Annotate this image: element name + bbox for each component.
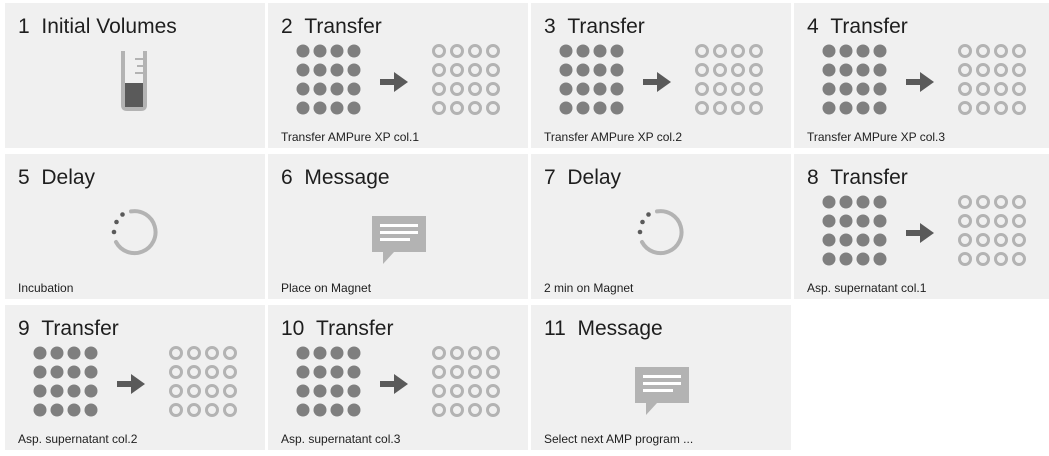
step-caption: Place on Magnet bbox=[281, 281, 372, 295]
delay-spinner-icon bbox=[633, 204, 689, 260]
plate-transfer-icon bbox=[33, 346, 243, 420]
step-caption: Asp. supernatant col.3 bbox=[281, 432, 401, 446]
step-tile-8[interactable]: 8 Transfer Asp. supernatant col.1 bbox=[794, 154, 1049, 299]
step-tile-3[interactable]: 3 Transfer Transfer AMPure XP col.2 bbox=[531, 3, 791, 148]
step-title: 4 Transfer bbox=[807, 15, 908, 38]
step-title: 7 Delay bbox=[544, 166, 622, 189]
step-title: 1 Initial Volumes bbox=[18, 15, 177, 38]
step-title: 5 Delay bbox=[18, 166, 96, 189]
step-tile-11[interactable]: 11 Message Select next AMP program ... bbox=[531, 305, 791, 450]
step-caption: Asp. supernatant col.1 bbox=[807, 281, 927, 295]
step-title: 8 Transfer bbox=[807, 166, 908, 189]
plate-transfer-icon bbox=[822, 195, 1032, 269]
step-tile-5[interactable]: 5 Delay Incubation bbox=[5, 154, 265, 299]
step-caption: Transfer AMPure XP col.2 bbox=[544, 130, 683, 144]
step-caption: Select next AMP program ... bbox=[544, 432, 694, 446]
message-bubble-icon bbox=[372, 216, 426, 266]
message-bubble-icon bbox=[635, 367, 689, 417]
plate-transfer-icon bbox=[559, 44, 769, 118]
step-tile-9[interactable]: 9 Transfer Asp. supernatant col.2 bbox=[5, 305, 265, 450]
step-title: 2 Transfer bbox=[281, 15, 382, 38]
step-title: 9 Transfer bbox=[18, 317, 119, 340]
plate-transfer-icon bbox=[296, 44, 506, 118]
step-tile-4[interactable]: 4 Transfer Transfer AMPure XP col.3 bbox=[794, 3, 1049, 148]
step-caption: Asp. supernatant col.2 bbox=[18, 432, 138, 446]
step-title: 3 Transfer bbox=[544, 15, 645, 38]
step-tile-2[interactable]: 2 Transfer Transfer AMPure XP col.1 bbox=[268, 3, 528, 148]
step-tile-1[interactable]: 1 Initial Volumes bbox=[5, 3, 265, 148]
step-caption: Incubation bbox=[18, 281, 74, 295]
delay-spinner-icon bbox=[107, 204, 163, 260]
step-title: 10 Transfer bbox=[281, 317, 394, 340]
beaker-icon bbox=[117, 49, 151, 111]
plate-transfer-icon bbox=[822, 44, 1032, 118]
step-tile-7[interactable]: 7 Delay 2 min on Magnet bbox=[531, 154, 791, 299]
plate-transfer-icon bbox=[296, 346, 506, 420]
step-title: 6 Message bbox=[281, 166, 390, 189]
step-caption: 2 min on Magnet bbox=[544, 281, 634, 295]
step-tile-6[interactable]: 6 Message Place on Magnet bbox=[268, 154, 528, 299]
step-title: 11 Message bbox=[544, 317, 663, 340]
step-caption: Transfer AMPure XP col.3 bbox=[807, 130, 946, 144]
step-caption: Transfer AMPure XP col.1 bbox=[281, 130, 420, 144]
step-tile-10[interactable]: 10 Transfer Asp. supernatant col.3 bbox=[268, 305, 528, 450]
